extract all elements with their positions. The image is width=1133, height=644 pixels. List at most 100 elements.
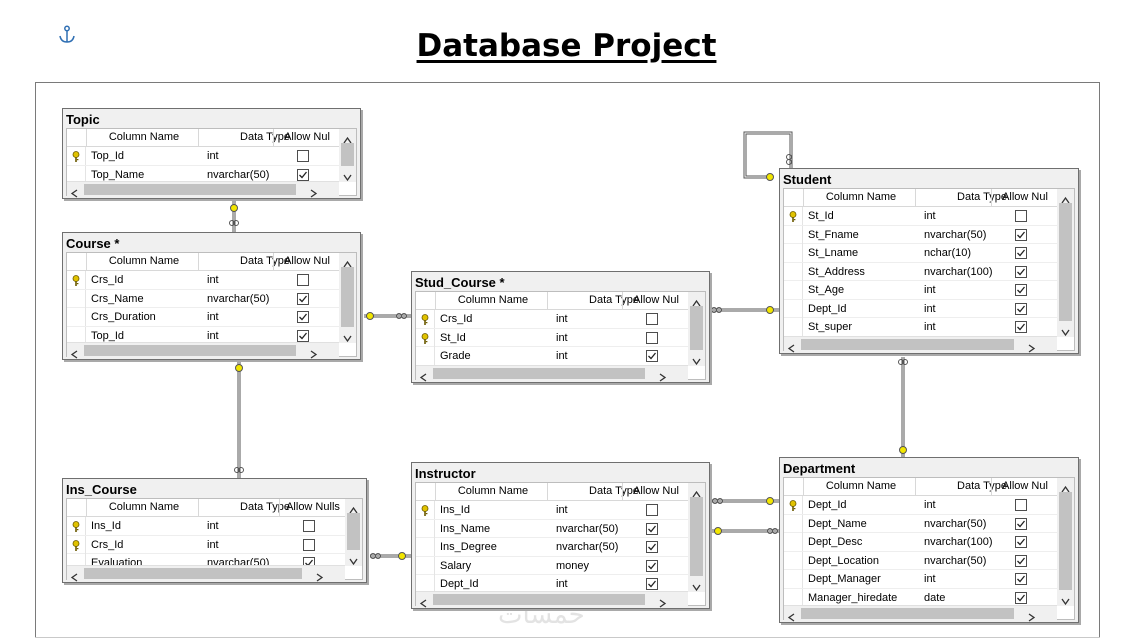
scroll-down-icon[interactable]	[1061, 324, 1070, 337]
row-selector[interactable]	[784, 299, 803, 318]
column-name[interactable]: Ins_Degree	[440, 541, 497, 553]
row-selector[interactable]	[67, 517, 86, 535]
column-separator[interactable]	[915, 189, 916, 207]
row-selector[interactable]	[784, 588, 803, 607]
scroll-left-icon[interactable]	[787, 340, 796, 353]
scroll-up-icon[interactable]	[1061, 192, 1070, 204]
allow-nulls-checkbox[interactable]	[303, 538, 315, 551]
row-selector[interactable]	[67, 271, 86, 289]
vertical-scrollbar[interactable]	[1057, 189, 1074, 337]
scroll-left-icon[interactable]	[70, 185, 79, 198]
column-separator[interactable]	[991, 478, 992, 496]
column-name[interactable]: St_Age	[808, 284, 845, 296]
row-selector[interactable]	[784, 244, 803, 262]
column-type[interactable]: int	[207, 520, 219, 532]
column-name[interactable]: Top_Name	[91, 168, 145, 181]
row-selector[interactable]	[784, 318, 803, 336]
column-type[interactable]: nvarchar(50)	[924, 517, 987, 530]
column-name[interactable]: St_Id	[808, 210, 834, 222]
column-type[interactable]: int	[207, 538, 219, 551]
allow-nulls-checkbox[interactable]	[646, 313, 658, 325]
horizontal-scrollbar[interactable]	[67, 342, 339, 359]
row-selector[interactable]	[784, 533, 803, 551]
column-name[interactable]: Dept_Id	[808, 499, 847, 511]
table-title[interactable]: Stud_Course *	[415, 275, 505, 290]
row-selector[interactable]	[416, 538, 435, 556]
column-header[interactable]: Data Type	[240, 131, 290, 143]
allow-nulls-checkbox[interactable]	[1015, 517, 1027, 530]
column-type[interactable]: int	[924, 499, 936, 511]
column-name[interactable]: Ins_Id	[91, 520, 121, 532]
column-type[interactable]: int	[556, 331, 568, 344]
allow-nulls-checkbox[interactable]	[1015, 302, 1027, 315]
column-type[interactable]: int	[556, 313, 568, 325]
column-type[interactable]: int	[924, 321, 936, 333]
scroll-thumb[interactable]	[690, 497, 703, 576]
scroll-up-icon[interactable]	[343, 256, 352, 268]
column-type[interactable]: nvarchar(50)	[556, 522, 619, 535]
scroll-thumb[interactable]	[1059, 203, 1072, 321]
column-header[interactable]: Allow Nul	[284, 255, 330, 267]
vertical-scrollbar[interactable]	[345, 499, 362, 566]
scroll-thumb[interactable]	[84, 345, 296, 356]
scroll-down-icon[interactable]	[692, 579, 701, 592]
column-type[interactable]: int	[924, 573, 936, 585]
column-name[interactable]: Dept_Name	[808, 517, 867, 530]
scroll-up-icon[interactable]	[692, 295, 701, 307]
scroll-thumb[interactable]	[690, 306, 703, 350]
column-name[interactable]: Crs_Id	[91, 274, 124, 286]
column-header[interactable]: Column Name	[108, 501, 180, 513]
row-selector[interactable]	[416, 310, 435, 328]
row-selector[interactable]	[416, 556, 435, 575]
scroll-left-icon[interactable]	[419, 595, 428, 608]
scroll-thumb[interactable]	[433, 594, 645, 605]
horizontal-scrollbar[interactable]	[784, 336, 1057, 353]
column-separator[interactable]	[991, 189, 992, 207]
column-type[interactable]: nvarchar(100)	[924, 265, 993, 278]
column-separator[interactable]	[86, 253, 87, 271]
column-separator[interactable]	[273, 253, 274, 271]
column-name[interactable]: St_Id	[440, 331, 466, 344]
column-type[interactable]: int	[924, 210, 936, 222]
scroll-left-icon[interactable]	[70, 346, 79, 359]
column-name[interactable]: Grade	[440, 350, 471, 362]
scroll-down-icon[interactable]	[343, 330, 352, 343]
table-title[interactable]: Topic	[66, 112, 100, 127]
column-name[interactable]: Dept_Location	[808, 554, 879, 567]
allow-nulls-checkbox[interactable]	[1015, 265, 1027, 278]
column-name[interactable]: Dept_Desc	[808, 536, 863, 548]
vertical-scrollbar[interactable]	[688, 483, 705, 592]
column-name[interactable]: Top_Id	[91, 329, 125, 342]
scroll-right-icon[interactable]	[1027, 340, 1036, 353]
scroll-left-icon[interactable]	[787, 609, 796, 622]
row-selector[interactable]	[784, 207, 803, 225]
row-selector[interactable]	[67, 165, 86, 184]
column-type[interactable]: int	[207, 329, 219, 342]
column-name[interactable]: St_Fname	[808, 228, 859, 241]
scroll-left-icon[interactable]	[419, 369, 428, 382]
scroll-right-icon[interactable]	[309, 185, 318, 198]
column-separator[interactable]	[435, 292, 436, 310]
column-header[interactable]: Column Name	[108, 131, 180, 143]
column-type[interactable]: nvarchar(50)	[207, 292, 270, 305]
row-selector[interactable]	[67, 147, 86, 165]
vertical-scrollbar[interactable]	[339, 129, 356, 182]
column-separator[interactable]	[803, 189, 804, 207]
column-type[interactable]: nvarchar(50)	[924, 554, 987, 567]
column-type[interactable]: nvarchar(50)	[556, 541, 619, 553]
column-type[interactable]: int	[207, 274, 219, 286]
column-header[interactable]: Column Name	[457, 294, 529, 306]
column-type[interactable]: int	[556, 504, 568, 516]
